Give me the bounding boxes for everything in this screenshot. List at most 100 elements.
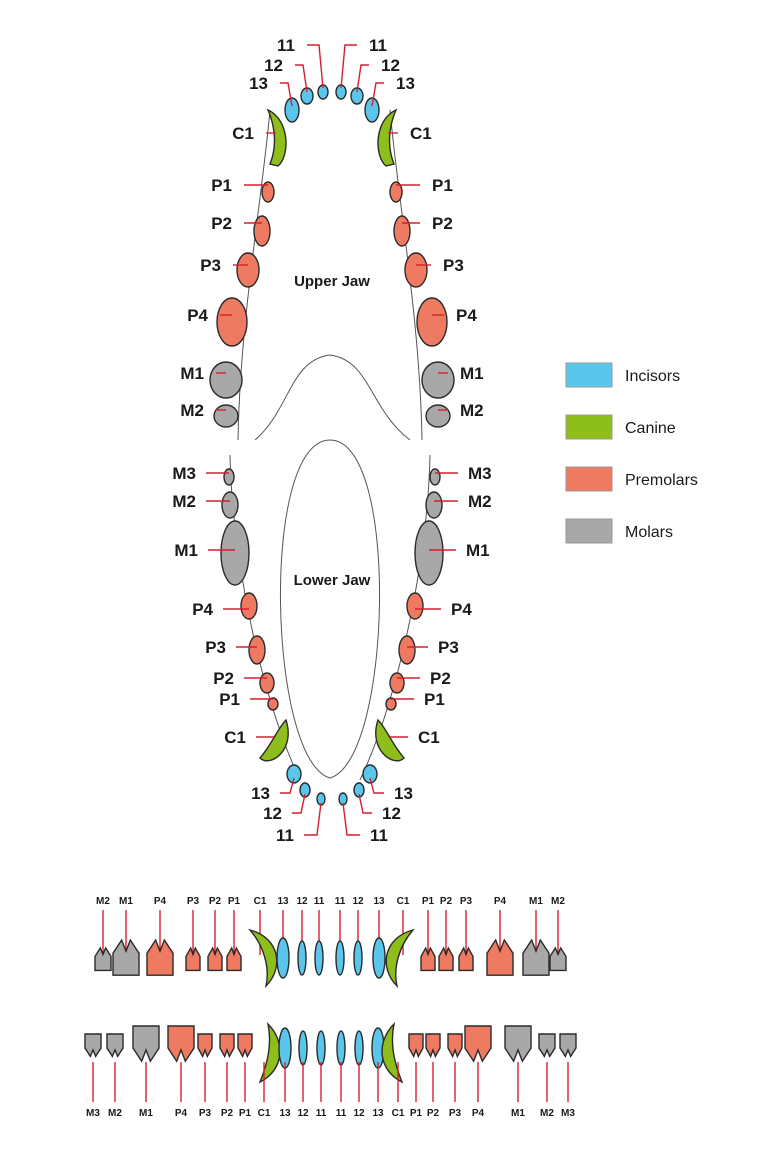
lower-row-tooth-20	[538, 1033, 556, 1058]
lower-right-m2-label: M2	[468, 492, 492, 511]
lower-right-p3-label: P3	[438, 638, 459, 657]
upper-row-tooth-4	[207, 946, 223, 972]
lower-right-p2-tooth	[389, 672, 405, 694]
upper-row-tooth-0	[94, 946, 112, 972]
upper-row-label-11: 12	[352, 896, 364, 907]
upper-jaw-title: Upper Jaw	[294, 273, 370, 290]
lower-left-13-label: 13	[251, 784, 270, 803]
upper-row-label-14: P1	[422, 896, 435, 907]
lower-left-p1-label: P1	[219, 690, 240, 709]
lower-row-tooth-18	[464, 1025, 492, 1063]
upper-row-label-5: P1	[228, 896, 241, 907]
upper-right-12-leader	[356, 64, 369, 93]
upper-right-m1-tooth	[421, 361, 455, 399]
upper-row-label-19: M2	[551, 896, 565, 907]
upper-right-11-label: 11	[369, 36, 387, 55]
lower-row-label-11: 11	[336, 1108, 347, 1119]
lower-left-p2-label: P2	[213, 669, 234, 688]
upper-row-tooth-11	[353, 940, 363, 976]
upper-row-label-12: 13	[373, 896, 385, 907]
lower-right-11-label: 11	[370, 826, 388, 845]
upper-right-m1-label: M1	[460, 364, 484, 383]
lower-row-tooth-4	[197, 1033, 213, 1059]
lower-row-label-14: C1	[392, 1108, 405, 1119]
legend-swatch-incisor	[565, 362, 613, 388]
lower-row-tooth-11	[336, 1030, 346, 1066]
lower-right-p4-tooth	[406, 592, 424, 620]
upper-right-p4-tooth	[416, 297, 448, 347]
lower-row-tooth-15	[408, 1033, 424, 1059]
upper-right-11-leader	[340, 44, 357, 89]
lower-row-tooth-10	[316, 1030, 326, 1066]
arch-teeth	[209, 84, 455, 806]
lower-row-tooth-7	[258, 1021, 281, 1084]
upper-row-label-13: C1	[397, 896, 410, 907]
upper-left-12-label: 12	[264, 56, 283, 75]
legend-swatch-molar	[565, 518, 613, 544]
upper-row-tooth-19	[549, 946, 567, 972]
lower-row-label-9: 12	[297, 1108, 309, 1119]
lower-left-c1-tooth	[259, 718, 289, 762]
upper-palate-outline	[254, 354, 411, 441]
upper-row-label-15: P2	[440, 896, 453, 907]
lower-row-label-12: 12	[353, 1108, 365, 1119]
upper-left-13-label: 13	[249, 74, 268, 93]
lower-row-label-1: M2	[108, 1108, 122, 1119]
lower-right-13-label: 13	[394, 784, 413, 803]
upper-left-p1-label: P1	[211, 176, 232, 195]
upper-row-label-3: P3	[187, 896, 200, 907]
upper-right-p2-tooth	[393, 215, 411, 247]
lower-right-12-leader	[358, 793, 372, 814]
lower-row-label-18: P4	[472, 1108, 485, 1119]
lower-row-tooth-17	[447, 1033, 463, 1059]
lower-row-tooth-9	[298, 1030, 308, 1066]
legend-label-molar: Molars	[625, 524, 673, 541]
upper-row-tooth-9	[314, 940, 324, 976]
upper-right-m2-label: M2	[460, 401, 484, 420]
lower-right-c1-tooth	[375, 718, 405, 762]
upper-left-m1-label: M1	[180, 364, 204, 383]
lower-jaw-title: Lower Jaw	[294, 572, 371, 589]
upper-left-m1-tooth	[209, 361, 243, 399]
lower-left-13-leader	[280, 777, 295, 794]
upper-right-p3-label: P3	[443, 256, 464, 275]
upper-row-label-2: P4	[154, 896, 167, 907]
lower-row-label-13: 13	[372, 1108, 384, 1119]
lower-left-m1-label: M1	[174, 541, 198, 560]
lower-row-tooth-14	[381, 1021, 404, 1084]
upper-left-c1-tooth	[266, 108, 287, 167]
upper-row-label-0: M2	[96, 896, 110, 907]
lower-row-label-7: C1	[258, 1108, 271, 1119]
upper-left-c1-label: C1	[232, 124, 254, 143]
upper-row-label-1: M1	[119, 896, 133, 907]
lower-left-11-label: 11	[276, 826, 294, 845]
lower-tongue-outline	[280, 439, 380, 779]
lower-right-p2-label: P2	[430, 669, 451, 688]
lower-right-p1-tooth	[385, 697, 397, 711]
lower-left-p1-tooth	[267, 697, 279, 711]
upper-row-label-10: 11	[335, 896, 346, 907]
lower-row-label-0: M3	[86, 1108, 100, 1119]
lower-right-13-tooth	[362, 764, 378, 784]
lower-row-tooth-12	[354, 1030, 364, 1066]
lower-left-m1-tooth	[220, 520, 250, 586]
upper-left-p4-label: P4	[187, 306, 208, 325]
lower-right-m1-label: M1	[466, 541, 490, 560]
upper-row-label-9: 11	[314, 896, 325, 907]
upper-right-m2-tooth	[425, 404, 451, 428]
lower-row-tooth-6	[237, 1033, 253, 1059]
upper-right-13-tooth	[364, 97, 380, 123]
upper-row-tooth-3	[185, 946, 201, 972]
lower-row-label-2: M1	[139, 1108, 153, 1119]
lower-right-m2-tooth	[425, 491, 443, 519]
upper-row-label-18: M1	[529, 896, 543, 907]
upper-right-c1-tooth	[377, 108, 398, 167]
upper-right-p4-label: P4	[456, 306, 477, 325]
lower-right-c1-label: C1	[418, 728, 440, 747]
lower-row-label-21: M3	[561, 1108, 575, 1119]
upper-row-tooth-8	[297, 940, 307, 976]
lower-right-11-leader	[342, 802, 360, 836]
upper-row-tooth-7	[276, 937, 290, 979]
upper-row-tooth-18	[522, 938, 550, 976]
lower-row-label-6: P1	[239, 1108, 252, 1119]
